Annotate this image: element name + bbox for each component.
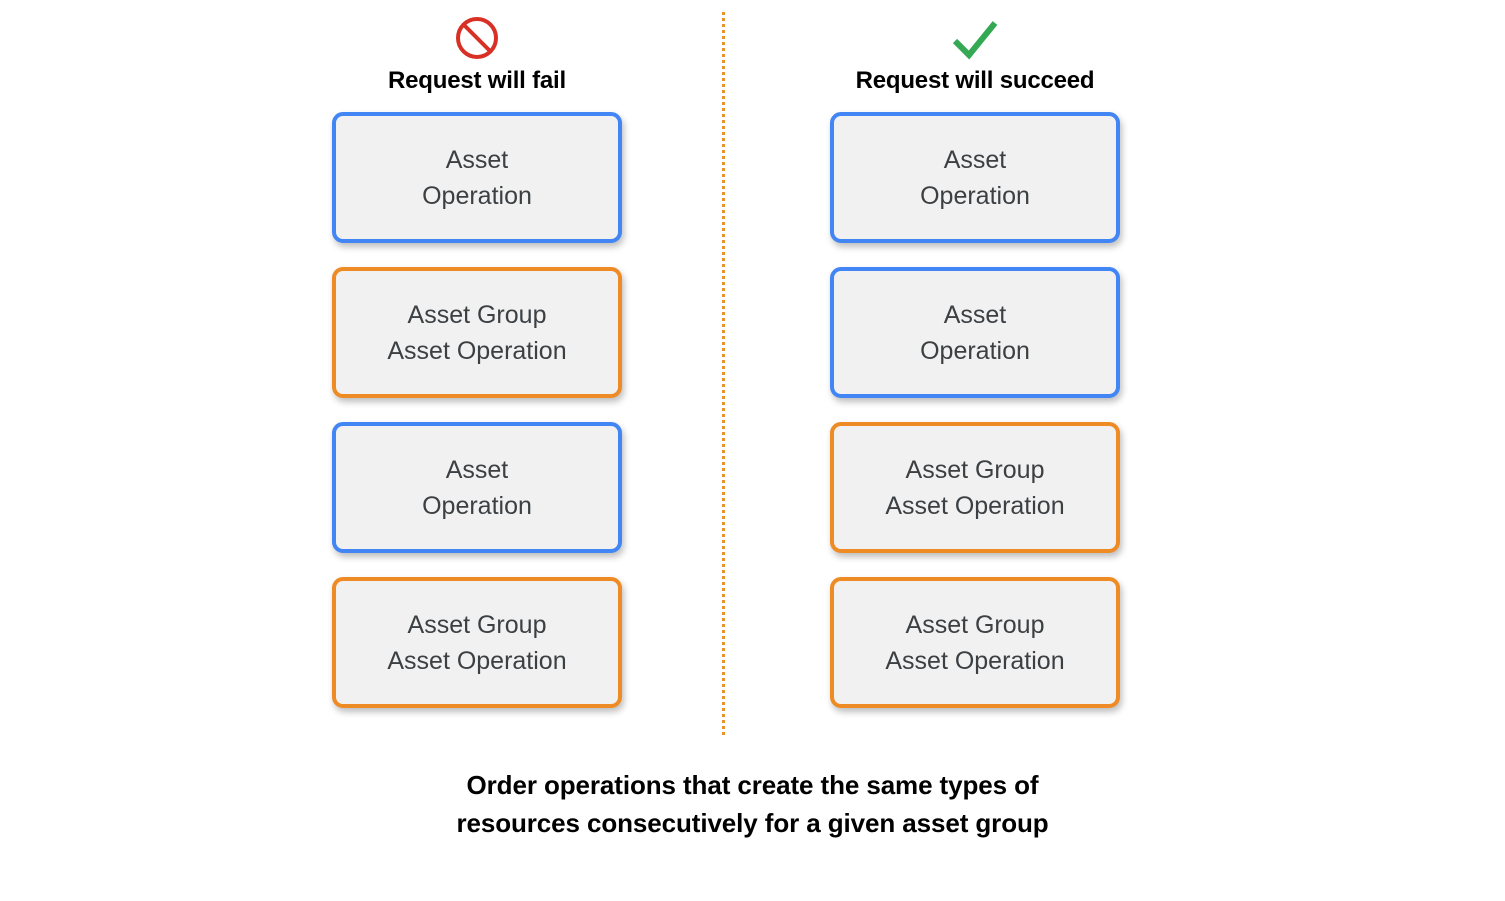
card-asset-group-asset-operation[interactable]: Asset Group Asset Operation (332, 577, 622, 708)
card-asset-operation[interactable]: Asset Operation (332, 422, 622, 553)
checkmark-icon (830, 12, 1120, 64)
card-label: Asset Group Asset Operation (885, 610, 1065, 675)
card-asset-group-asset-operation[interactable]: Asset Group Asset Operation (830, 577, 1120, 708)
card-asset-group-asset-operation[interactable]: Asset Group Asset Operation (830, 422, 1120, 553)
column-header-label-succeed: Request will succeed (855, 67, 1095, 94)
prohibition-icon (332, 12, 622, 64)
card-asset-operation[interactable]: Asset Operation (332, 112, 622, 243)
card-label: Asset Operation (422, 455, 532, 520)
card-asset-operation[interactable]: Asset Operation (830, 267, 1120, 398)
card-label: Asset Group Asset Operation (387, 610, 567, 675)
card-label: Asset Group Asset Operation (387, 300, 567, 365)
column-header-fail: Request will fail (332, 12, 622, 96)
card-label: Asset Operation (422, 145, 532, 210)
card-asset-operation[interactable]: Asset Operation (830, 112, 1120, 243)
card-label: Asset Group Asset Operation (885, 455, 1065, 520)
card-stack-succeed: Asset Operation Asset Operation Asset Gr… (830, 112, 1120, 708)
card-asset-group-asset-operation[interactable]: Asset Group Asset Operation (332, 267, 622, 398)
card-label: Asset Operation (920, 145, 1030, 210)
vertical-dotted-divider (722, 12, 725, 735)
column-header-label-fail: Request will fail (388, 67, 566, 94)
column-header-succeed: Request will succeed (830, 12, 1120, 96)
diagram-caption: Order operations that create the same ty… (456, 770, 1049, 838)
card-stack-fail: Asset Operation Asset Group Asset Operat… (332, 112, 622, 708)
card-label: Asset Operation (920, 300, 1030, 365)
